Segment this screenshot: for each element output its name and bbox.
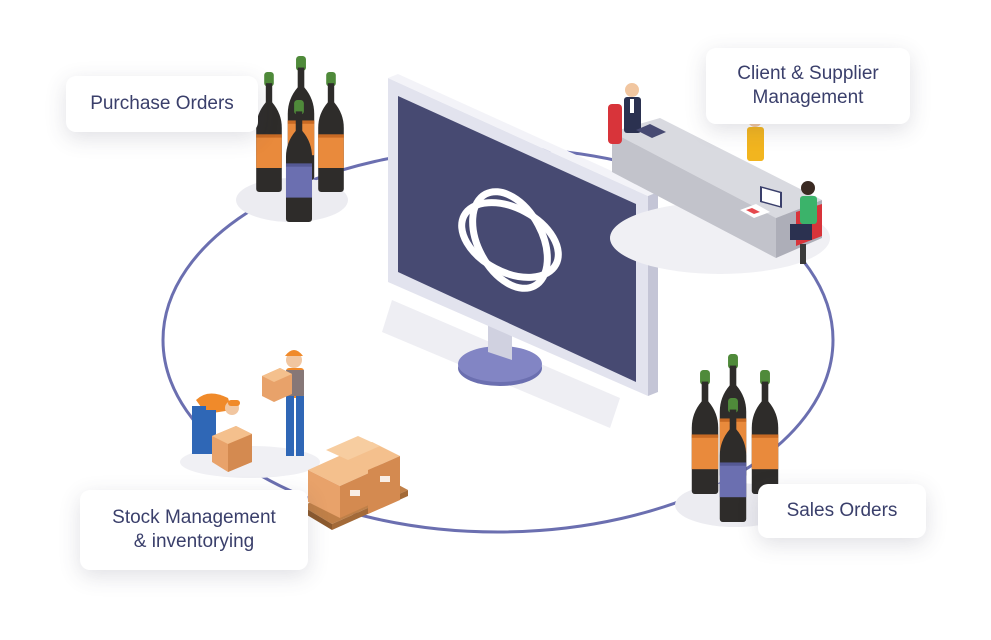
- stock-management-text-line2: & inventorying: [133, 531, 255, 552]
- warehouse-worker-icon: [180, 350, 320, 478]
- wine-bottle-icon: [318, 72, 344, 192]
- office-desk-icon: [608, 83, 830, 274]
- purchase-orders-text: Purchase Orders: [90, 93, 234, 114]
- sales-orders-label: Sales Orders: [758, 484, 926, 538]
- wine-bottle-icon: [751, 370, 779, 494]
- client-supplier-label: Client & Supplier Management: [706, 48, 910, 124]
- wine-bottle-icon: [691, 370, 719, 494]
- stock-management-label: Stock Management & inventorying: [80, 490, 308, 570]
- purchase-bottles-illustration: [236, 56, 348, 222]
- wine-bottle-icon: [256, 72, 282, 192]
- client-supplier-text-line2: Management: [752, 87, 864, 108]
- monitor-illustration: [382, 74, 658, 428]
- orbit-logo-icon: [458, 188, 562, 292]
- stock-management-text-line1: Stock Management: [112, 507, 276, 528]
- cardboard-box-icon: [302, 436, 408, 530]
- sales-orders-text: Sales Orders: [786, 500, 898, 521]
- purchase-orders-label: Purchase Orders: [66, 76, 258, 132]
- client-supplier-text-line1: Client & Supplier: [737, 63, 879, 84]
